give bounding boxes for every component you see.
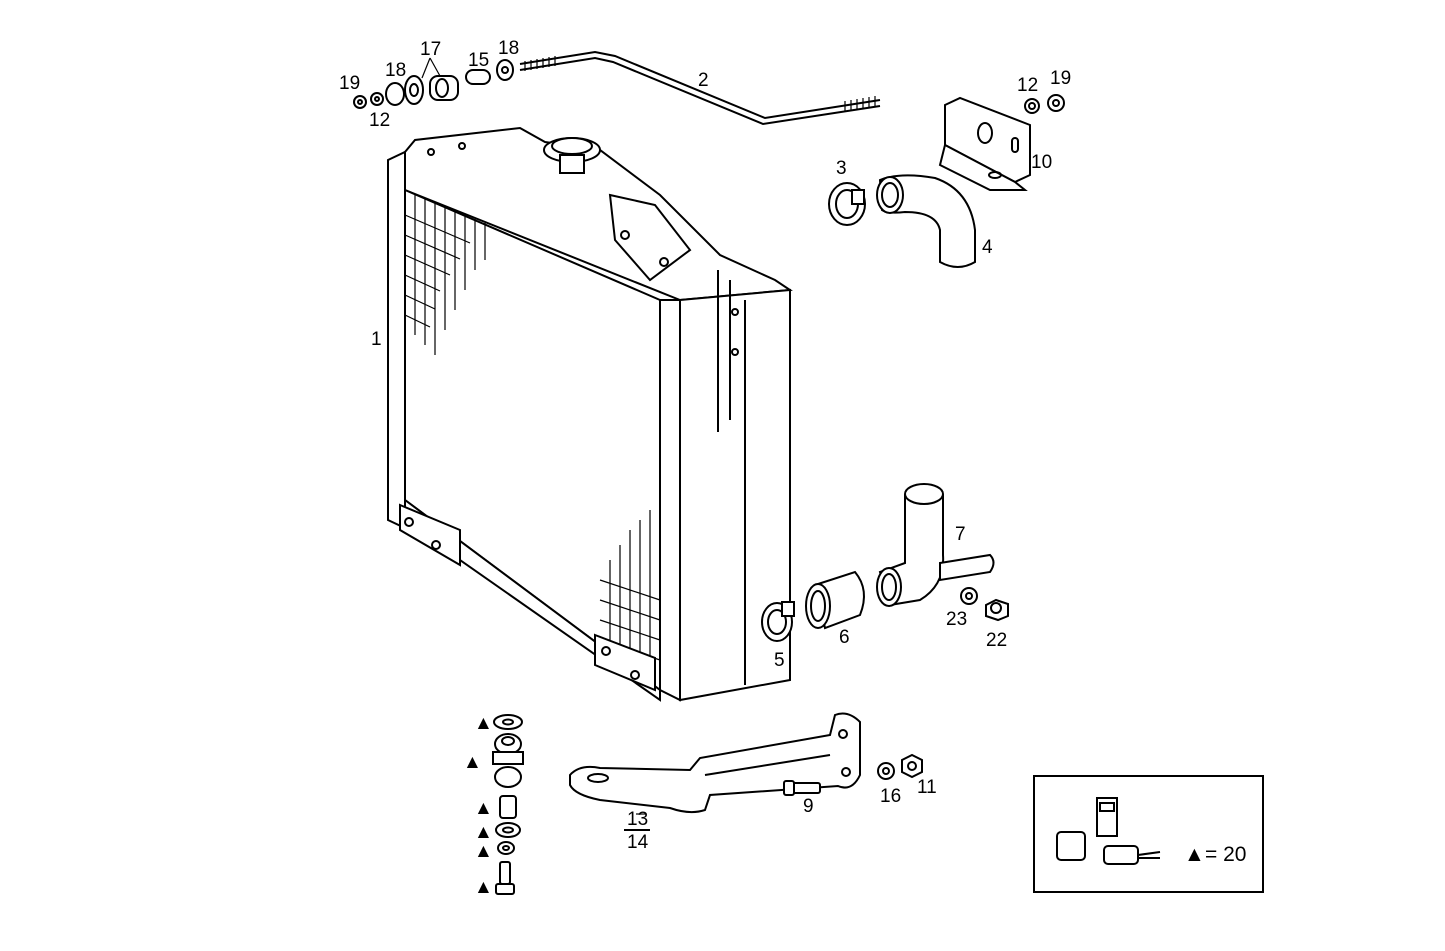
kit-marker: ▲ (474, 841, 493, 862)
lower-hose-parts (761, 483, 1009, 642)
kit-markers: ▲ ▲ ▲ ▲ ▲ ▲ (463, 713, 493, 898)
callout-labels: 1 2 3 4 5 6 7 9 10 11 12 12 13 14 15 16 … (339, 38, 1071, 853)
callout-10: 10 (1031, 152, 1052, 173)
callout-22: 22 (986, 630, 1007, 651)
stay-rod (519, 50, 881, 126)
bracket-part-10 (938, 94, 1065, 191)
callout-19-right: 19 (1050, 68, 1071, 89)
mount-stack-parts (492, 714, 524, 895)
callout-23: 23 (946, 609, 967, 630)
callout-17: 17 (420, 39, 441, 60)
callout-18-left: 18 (385, 60, 406, 81)
callout-12-upper-right: 12 (1017, 75, 1038, 96)
kit-marker: ▲ (474, 877, 493, 898)
callout-14: 14 (627, 832, 649, 853)
callout-16: 16 (880, 786, 901, 807)
support-bracket-parts (569, 712, 923, 814)
callout-12-upper-left: 12 (369, 110, 390, 131)
callout-15: 15 (468, 50, 489, 71)
kit-legend-box (1033, 775, 1264, 893)
radiator-core-grid (404, 195, 661, 680)
legend-symbol: ▲ (1184, 843, 1205, 866)
kit-marker: ▲ (474, 822, 493, 843)
callout-11: 11 (917, 777, 937, 798)
legend-text: = 20 (1205, 843, 1246, 866)
kit-marker: ▲ (474, 798, 493, 819)
leader-lines (421, 57, 646, 815)
upper-mount-parts (353, 59, 514, 109)
callout-3: 3 (836, 158, 847, 179)
callout-9: 9 (803, 796, 814, 817)
callout-4: 4 (982, 237, 993, 258)
callout-6: 6 (839, 627, 850, 648)
kit-marker: ▲ (463, 752, 482, 773)
callout-19-left: 19 (339, 73, 360, 94)
upper-hose-parts (828, 174, 976, 268)
callout-18-right: 18 (498, 38, 519, 59)
callout-5: 5 (774, 650, 785, 671)
callout-7: 7 (955, 524, 966, 545)
kit-marker: ▲ (474, 713, 493, 734)
callout-1: 1 (371, 329, 382, 350)
kit-parts-illustration (1056, 797, 1161, 865)
callout-13: 13 (627, 809, 648, 830)
callout-2: 2 (698, 70, 709, 91)
radiator-assembly (387, 126, 793, 702)
